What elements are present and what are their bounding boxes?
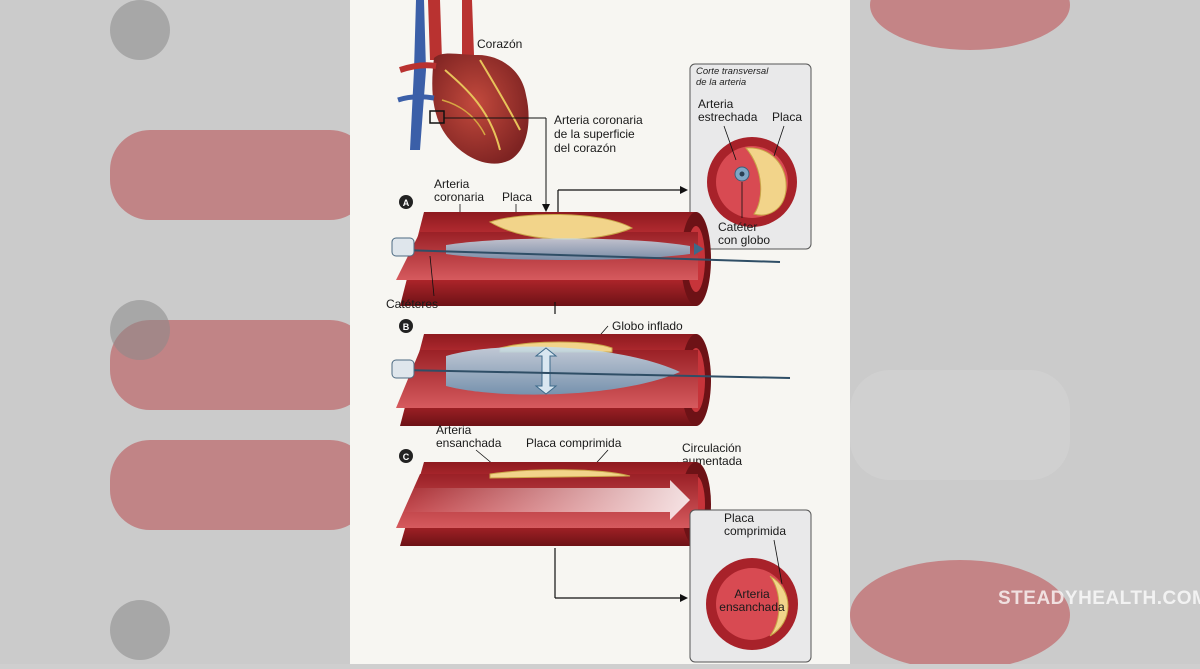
label-plaque-inset: Placa xyxy=(772,110,802,124)
artery-a xyxy=(391,212,781,314)
cross-section-inset-bottom xyxy=(689,509,812,663)
label-widened-artery-inset-2: ensanchada xyxy=(719,600,785,614)
label-compressed-plaque-inset-2: comprimida xyxy=(724,524,786,538)
step-b-badge xyxy=(399,319,413,333)
label-coronary-surface-2: de la superficie xyxy=(554,127,635,141)
label-balloon-catheter-1: Catéter xyxy=(718,220,757,234)
label-widened-artery-1: Arteria xyxy=(436,423,472,437)
blurred-background-right xyxy=(850,0,1200,664)
label-increased-flow-1: Circulación xyxy=(682,441,741,455)
label-catheters: Catéteres xyxy=(386,297,438,311)
label-coronary-surface-3: del corazón xyxy=(554,141,616,155)
step-a-badge xyxy=(399,195,413,209)
label-narrowed-artery-2: estrechada xyxy=(698,110,758,124)
blurred-circle-shape xyxy=(870,0,1070,50)
blurred-circle-shape xyxy=(850,560,1070,664)
label-inflated-balloon: Globo inflado xyxy=(612,319,683,333)
blurred-badge-shape xyxy=(110,600,170,660)
label-coronary-artery-2: coronaria xyxy=(434,190,484,204)
step-a-letter: A xyxy=(403,198,410,208)
blurred-box-shape xyxy=(850,370,1070,480)
diagram-panel: Corazón Arteria coronaria de la superfic… xyxy=(350,0,850,664)
label-plaque-a: Placa xyxy=(502,190,532,204)
blurred-background-left xyxy=(0,0,350,664)
label-balloon-catheter-2: con globo xyxy=(718,233,770,247)
blurred-badge-shape xyxy=(110,300,170,360)
inset-title-2: de la arteria xyxy=(696,77,746,88)
label-compressed-plaque-inset-1: Placa xyxy=(724,511,754,525)
heart-illustration xyxy=(397,0,529,164)
blurred-artery-shape xyxy=(110,440,350,530)
label-coronary-surface-1: Arteria coronaria xyxy=(554,113,643,127)
label-coronary-artery-1: Arteria xyxy=(434,177,470,191)
inset-title-1: Corte transversal xyxy=(696,66,769,77)
angioplasty-diagram: Corazón Arteria coronaria de la superfic… xyxy=(386,0,812,663)
cross-section-inset-top xyxy=(689,63,812,250)
watermark: STEADYHEALTH.COM xyxy=(998,588,1200,609)
label-widened-artery-2: ensanchada xyxy=(436,436,502,450)
label-heart: Corazón xyxy=(477,37,522,51)
label-narrowed-artery-1: Arteria xyxy=(698,97,734,111)
blurred-badge-shape xyxy=(110,0,170,60)
artery-c xyxy=(396,462,711,546)
step-c-badge xyxy=(399,449,413,463)
blurred-artery-shape xyxy=(110,130,350,220)
step-c-letter: C xyxy=(403,452,410,462)
artery-b xyxy=(391,334,791,426)
label-compressed-plaque: Placa comprimida xyxy=(526,436,622,450)
label-widened-artery-inset-1: Arteria xyxy=(734,587,770,601)
step-b-letter: B xyxy=(403,322,410,332)
